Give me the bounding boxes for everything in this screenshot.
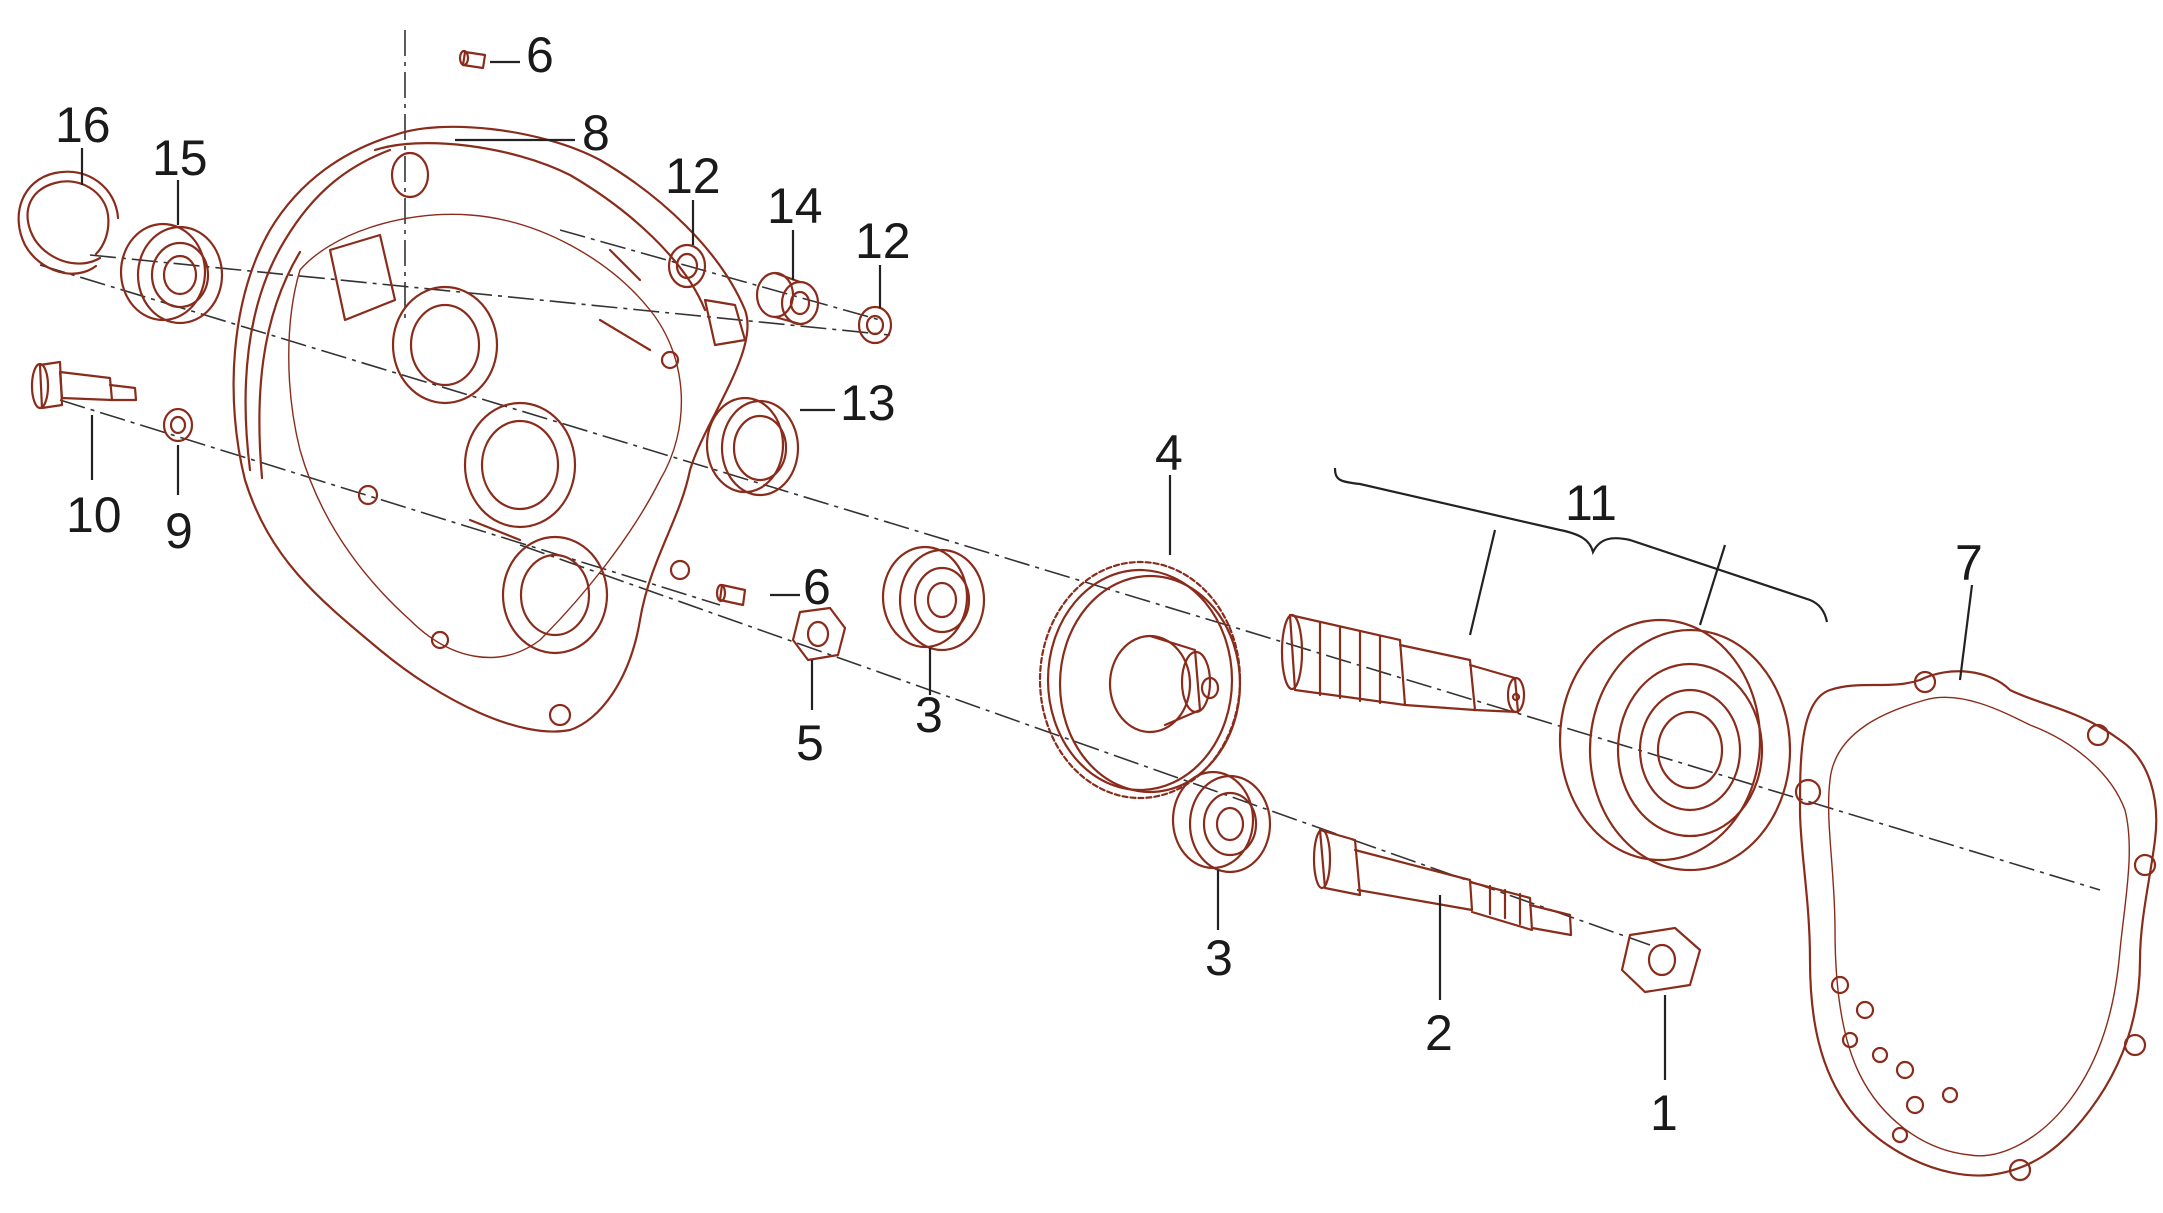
circlip (17, 170, 120, 275)
callout-16: 16 (55, 97, 111, 153)
oil-seal-12-left (667, 243, 707, 289)
callout-1: 1 (1650, 1085, 1678, 1141)
callout-13: 13 (840, 375, 896, 431)
gasket-7 (1794, 670, 2158, 1182)
oil-seal-12-right (857, 305, 893, 345)
callout-10: 10 (66, 487, 122, 543)
callout-14: 14 (767, 178, 823, 234)
callout-3-upper: 3 (915, 687, 943, 743)
axis-main-shaft (39, 264, 2101, 891)
axis-pin-line (59, 399, 721, 606)
callout-4: 4 (1155, 425, 1183, 481)
cover-bearing-bore-center (463, 401, 577, 529)
callout-6-top: 6 (526, 27, 554, 83)
assembly-axes (39, 30, 2101, 946)
callout-6-lower: 6 (803, 559, 831, 615)
callout-7: 7 (1955, 535, 1983, 591)
callout-labels: 6 8 16 15 12 14 12 13 10 9 4 11 7 6 5 3 … (55, 27, 1983, 1141)
ball-bearing-3-lower (1171, 770, 1272, 874)
callout-12-right: 12 (855, 213, 911, 269)
ball-bearing-3-upper (881, 545, 986, 652)
oil-seal-13 (705, 396, 800, 497)
callout-8: 8 (582, 105, 610, 161)
driven-gear-4 (1038, 560, 1242, 800)
needle-bearing-14 (755, 271, 820, 326)
dowel-pin-lower (715, 583, 747, 607)
crankcase-cover (232, 125, 749, 733)
callout-15: 15 (152, 130, 208, 186)
hex-nut-5 (791, 606, 847, 662)
dowel-pin-top (458, 49, 487, 70)
callout-9: 9 (165, 503, 193, 559)
callout-2: 2 (1425, 1005, 1453, 1061)
axis-upper-shaft (89, 254, 891, 336)
leader-lines (80, 60, 1974, 1080)
hex-nut-1 (1620, 926, 1702, 994)
callout-3-lower: 3 (1205, 930, 1233, 986)
output-shaft-assembly-11 (1280, 613, 1792, 872)
callout-5: 5 (796, 715, 824, 771)
cover-bearing-bore-upper (391, 285, 499, 405)
axis-seal-line (559, 229, 881, 321)
pinion-shaft-2 (1312, 828, 1573, 937)
washer-9 (162, 407, 194, 443)
stud-bolt (30, 360, 138, 410)
cover-bearing-bore-lower (501, 535, 609, 655)
callout-12-left: 12 (665, 148, 721, 204)
callout-11: 11 (1565, 475, 1617, 531)
ball-bearing-15 (119, 222, 224, 325)
